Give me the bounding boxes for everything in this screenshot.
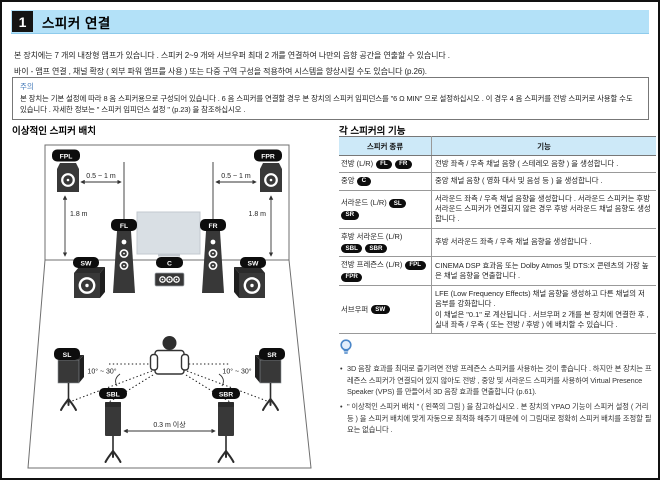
height-right-label: 1.8 m [248,211,266,218]
front-width-left-label: 0.5 ~ 1 m [86,173,116,180]
diagram-heading: 이상적인 스피커 배치 [12,126,96,137]
subwoofer-left [74,267,105,298]
listener-head [162,336,177,350]
tip-item: " 이상적인 스피커 배치 " ( 왼쪽의 그림 ) 을 참고하십시오 . 본 … [339,401,656,435]
speaker-type-label: 서라운드 (L/R) [341,198,387,208]
height-left-label: 1.8 m [70,211,88,218]
table-row: 중앙 C 중앙 채널 음향 ( 영화 대사 및 음성 등 ) 을 생성합니다 . [339,172,656,191]
speaker-function-text: LFE (Low Frequency Effects) 채널 음향을 생성하고 … [435,289,645,309]
speaker-function-text: 전방 좌측 / 우측 채널 음향 ( 스테레오 음향 ) 을 생성합니다 . [435,159,619,168]
table-row: 전방 프레즌스 (L/R) FPL FPR CINEMA DSP 효과음 또는 … [339,256,656,287]
caution-box: 주의 본 장치는 기본 설정에 따라 8 옴 스피커용으로 구성되어 있습니다 … [12,77,649,121]
speaker-badge: FPR [341,272,363,283]
caution-title: 주의 [20,82,34,91]
section-number-box: 1 [12,11,33,32]
speaker-badge: SR [341,210,359,221]
speaker-badge: SW [370,305,390,315]
intro-paragraph-2: 바이 - 앰프 연결 , 채널 확장 ( 외부 파워 앰프를 사용 ) 또는 다… [14,67,427,76]
badge-sr: SR [267,352,277,359]
speaker-function-text: 중앙 채널 음향 ( 영화 대사 및 음성 등 ) 을 생성합니다 . [435,176,603,186]
speaker-badge: C [357,176,371,187]
speaker-sbr [217,402,235,463]
speaker-function-text: 서라운드 좌측 / 우측 채널 음향을 생성합니다 . 서라운드 스피커는 후방… [435,193,651,224]
tips-section: 3D 음장 효과를 최대로 즐기려면 전방 프레즌스 스피커를 사용하는 것이 … [339,339,656,435]
tip-item: 3D 음장 효과를 최대로 즐기려면 전방 프레즌스 스피커를 사용하는 것이 … [339,363,656,397]
speaker-type-label: 전방 (L/R) [341,159,374,168]
intro-paragraph-1: 본 장치에는 7 개의 내장형 앰프가 있습니다 . 스피커 2~9 개와 서브… [14,51,450,60]
badge-sw-right: SW [248,261,260,268]
table-row: 서라운드 (L/R) SL SR 서라운드 좌측 / 우측 채널 음향을 생성합… [339,190,656,229]
table-row: 후방 서라운드 (L/R) SBL SBR 후방 서라운드 좌측 / 우측 채널… [339,228,656,258]
speaker-function-table: 스피커 종류 기능 전방 (L/R) FL FR 전방 좌측 / 우측 채널 음… [339,136,656,335]
listener-sofa [149,336,190,375]
angle-left-label: 10° ~ 30° [87,368,116,376]
table-row: 서브우퍼 SW LFE (Low Frequency Effects) 채널 음… [339,285,656,335]
badge-sw-left: SW [81,261,93,268]
tv-screen [136,211,201,257]
room-outline [27,144,312,469]
speaker-center [154,272,185,287]
section-title-bar: 1 스피커 연결 [11,10,649,34]
speaker-fpl [57,163,79,192]
speaker-fpr [260,163,282,192]
rear-gap-label: 0.3 m 이상 [153,420,186,429]
speaker-badge: SL [389,199,407,209]
tip-list: 3D 음장 효과를 최대로 즐기려면 전방 프레즌스 스피커를 사용하는 것이 … [339,363,656,435]
badge-fr: FR [208,223,217,230]
speaker-type-label: 서브우퍼 [341,304,369,314]
speaker-function-text: 후방 서라운드 좌측 / 우측 채널 음향을 생성합니다 . [435,237,592,247]
speaker-badge: SBR [364,244,387,254]
speaker-badge: FPL [404,260,426,271]
diagram-badges: FPL FPR FL FR C SW SW SL SR SBL SBR [52,149,285,399]
badge-fl: FL [120,223,128,230]
table-row: 전방 (L/R) FL FR 전방 좌측 / 우측 채널 음향 ( 스테레오 음… [339,155,656,174]
subwoofer-right [234,267,265,298]
page-title: 스피커 연결 [42,15,111,31]
col-header-function: 기능 [431,136,656,156]
angle-arc-right [218,373,224,387]
col-header-type: 스피커 종류 [339,136,432,156]
speaker-fl [113,231,135,293]
tip-lightbulb-icon [340,339,352,355]
speaker-badge: FL [375,159,393,169]
front-width-right-label: 0.5 ~ 1 m [221,173,251,180]
speaker-function-text-2: 이 채널은 "0.1" 로 계산됩니다 . 서브우퍼 2 개를 본 장치에 연결… [435,309,649,330]
angle-right-label: 10° ~ 30° [222,368,251,376]
caution-body: 본 장치는 기본 설정에 따라 8 옴 스피커용으로 구성되어 있습니다 . 6… [20,94,633,115]
speaker-sbl [104,402,122,463]
speaker-sl [57,355,84,411]
measurement-labels: 0.5 ~ 1 m 0.5 ~ 1 m 1.8 m 1.8 m 10° ~ 30… [70,173,266,429]
badge-fpr: FPR [261,154,275,161]
table-heading: 각 스피커의 기능 [339,126,406,137]
badge-c: C [167,261,172,268]
speaker-layout-diagram: FPL FPR FL FR C SW SW SL SR SBL SBR 0.5 … [27,144,312,469]
measurement-lines [62,162,274,434]
angle-arc-left [115,373,121,387]
table-header-row: 스피커 종류 기능 [339,136,656,156]
speaker-badge: FR [394,159,412,169]
badge-fpl: FPL [60,154,73,161]
badge-sl: SL [63,352,72,359]
speaker-type-label: 전방 프레즌스 (L/R) [341,260,403,270]
speaker-function-text: CINEMA DSP 효과음 또는 Dolby Atmos 및 DTS:X 콘텐… [435,260,649,281]
speaker-function-panel: 스피커 종류 기능 전방 (L/R) FL FR 전방 좌측 / 우측 채널 음… [339,136,656,439]
badge-sbl: SBL [106,392,120,399]
badge-sbr: SBR [219,392,233,399]
speaker-fr [202,231,224,293]
speaker-badge: SBL [341,244,363,254]
speaker-type-label: 중앙 [341,176,355,186]
speaker-sr [255,355,282,411]
speaker-type-label: 후방 서라운드 (L/R) [341,231,403,241]
